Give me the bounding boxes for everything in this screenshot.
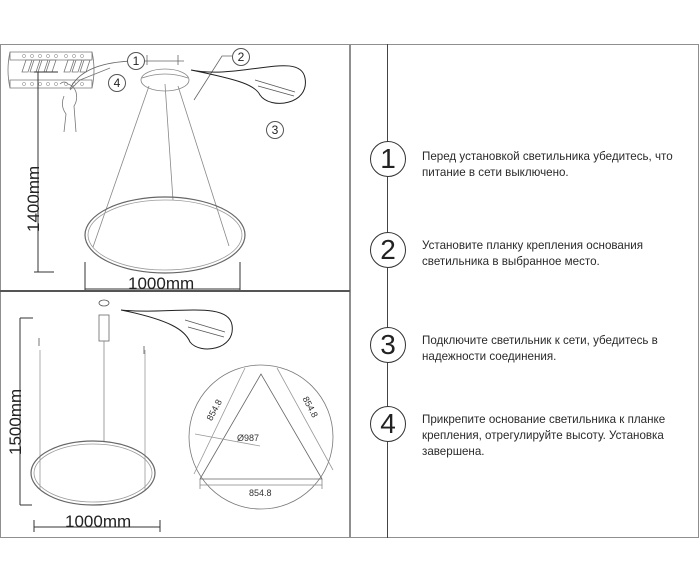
template-side-bottom-label: 854.8 — [249, 488, 272, 498]
step-3-text: Подключите светильник к сети, убедитесь … — [422, 334, 658, 363]
step-2-text: Установите планку крепления основания св… — [422, 239, 644, 268]
step-1-text: Перед установкой светильника убедитесь, … — [422, 150, 673, 179]
step-4-text: Прикрепите основание светильника к планк… — [422, 413, 666, 458]
template-diameter-label: Ø987 — [237, 433, 260, 443]
diagram-divider — [0, 290, 350, 292]
top-height-label: 1400mm — [24, 165, 43, 232]
bottom-width-label: 1000mm — [65, 512, 132, 531]
callout-4: 4 — [108, 74, 126, 92]
callout-3: 3 — [266, 121, 284, 139]
bottom-height-label: 1500mm — [6, 388, 25, 455]
step-3-number: 3 — [370, 327, 406, 363]
steps-timeline-line — [387, 44, 389, 538]
step-2-number: 2 — [370, 232, 406, 268]
callout-2: 2 — [232, 48, 250, 66]
callout-1: 1 — [127, 52, 145, 70]
step-4-number: 4 — [370, 406, 406, 442]
circuit-breaker-panel-icon — [7, 51, 111, 133]
step-1-number: 1 — [370, 141, 406, 177]
top-width-label: 1000mm — [128, 274, 195, 293]
